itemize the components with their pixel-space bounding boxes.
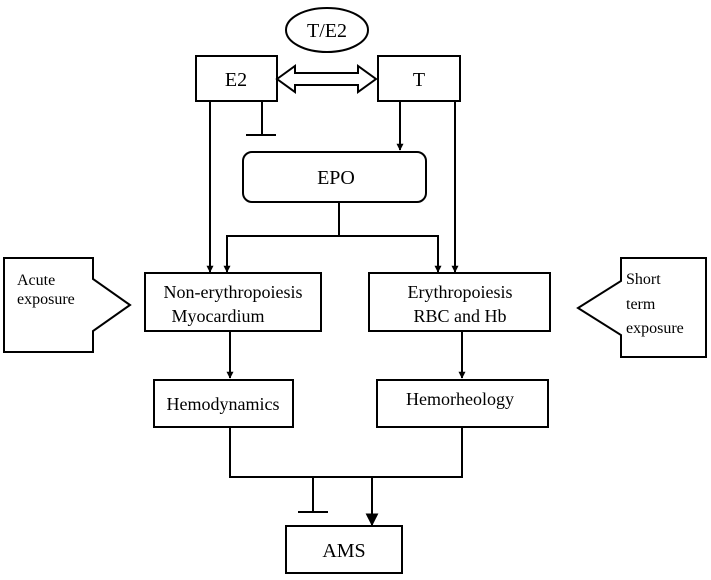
hemorheology-label: Hemorheology <box>406 389 514 409</box>
ery-label-1: Erythropoiesis <box>408 282 513 302</box>
hemodynamics-box <box>153 379 294 428</box>
merge-connector <box>229 427 463 478</box>
short-label-3: exposure <box>626 320 684 337</box>
epo-split-connector <box>223 202 442 273</box>
short-exposure-node: Short term exposure <box>576 257 707 358</box>
t-label: T <box>413 69 425 91</box>
e2-label: E2 <box>225 69 247 91</box>
ams-label: AMS <box>322 540 365 562</box>
nonery-label-1: Non-erythropoiesis <box>164 282 303 302</box>
epo-box <box>242 151 427 203</box>
nonery-label-2: Myocardium <box>172 306 265 326</box>
acute-label-1: Acute <box>17 272 55 289</box>
e2-t-interconversion-arrow <box>275 64 378 94</box>
ery-node: Erythropoiesis RBC and Hb <box>368 272 551 332</box>
short-exposure-arrow <box>576 257 707 358</box>
ams-box <box>285 525 403 574</box>
ratio-node: T/E2 <box>285 7 369 53</box>
hemodynamics-node: Hemodynamics <box>153 379 294 428</box>
t-box <box>377 55 461 102</box>
acute-exposure-node: Acute exposure <box>3 257 132 353</box>
ery-box <box>368 272 551 332</box>
acute-label-2: exposure <box>17 291 75 308</box>
e2-inhibit-epo-connector <box>246 101 276 136</box>
hemodynamics-label: Hemodynamics <box>167 394 280 414</box>
nonery-box <box>144 272 322 332</box>
ams-node: AMS <box>285 525 403 574</box>
ratio-label: T/E2 <box>307 20 347 42</box>
hemorheology-box <box>376 379 549 428</box>
short-label-2: term <box>626 296 656 313</box>
nonery-node: Non-erythropoiesis Myocardium <box>144 272 322 332</box>
t-node: T <box>377 55 461 102</box>
e2-box <box>195 55 278 102</box>
epo-node: EPO <box>242 151 427 203</box>
hemorheology-node: Hemorheology <box>376 379 549 428</box>
epo-label: EPO <box>317 167 355 189</box>
ratio-ellipse <box>285 7 369 53</box>
ery-label-2: RBC and Hb <box>413 306 506 326</box>
e2-node: E2 <box>195 55 278 102</box>
inhibit-ams-connector <box>298 477 328 513</box>
short-label-1: Short <box>626 271 661 288</box>
acute-exposure-arrow <box>3 257 132 353</box>
